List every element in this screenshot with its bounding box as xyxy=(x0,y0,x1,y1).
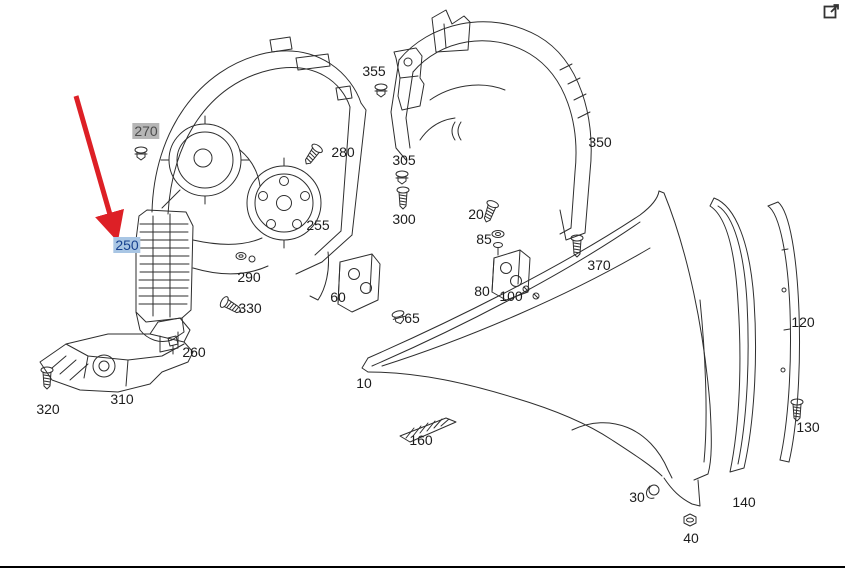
part-label-40[interactable]: 40 xyxy=(683,530,699,546)
part-label-65[interactable]: 65 xyxy=(404,310,420,326)
pointer-arrow xyxy=(73,95,124,242)
wheel-arch-liner-front xyxy=(135,36,367,353)
part-label-280[interactable]: 280 xyxy=(331,144,355,160)
part-label-85[interactable]: 85 xyxy=(476,231,492,247)
part-label-130[interactable]: 130 xyxy=(796,419,820,435)
clip-270 xyxy=(134,146,148,161)
part-label-290[interactable]: 290 xyxy=(237,269,261,285)
part-label-30[interactable]: 30 xyxy=(629,489,645,505)
part-label-60[interactable]: 60 xyxy=(330,289,346,305)
clip-355 xyxy=(374,83,388,98)
part-label-300[interactable]: 300 xyxy=(392,211,416,227)
under-shield xyxy=(39,317,194,393)
part-label-320[interactable]: 320 xyxy=(36,401,60,417)
part-label-255[interactable]: 255 xyxy=(306,217,330,233)
part-label-355[interactable]: 355 xyxy=(362,63,386,79)
part-label-270[interactable]: 270 xyxy=(132,123,160,139)
part-label-250[interactable]: 250 xyxy=(113,237,141,253)
screw-300 xyxy=(396,186,410,210)
screw-280 xyxy=(300,141,325,168)
clip-30 xyxy=(646,484,660,499)
clip-305 xyxy=(395,170,409,185)
wheel-arch-liner-rear xyxy=(390,9,592,241)
bottom-border xyxy=(0,566,845,568)
part-label-80[interactable]: 80 xyxy=(474,283,490,299)
part-label-20[interactable]: 20 xyxy=(468,206,484,222)
part-label-370[interactable]: 370 xyxy=(587,257,611,273)
part-label-160[interactable]: 160 xyxy=(409,432,433,448)
external-link-icon[interactable] xyxy=(823,2,841,20)
part-label-330[interactable]: 330 xyxy=(238,300,262,316)
clip-260 xyxy=(167,335,179,355)
part-label-120[interactable]: 120 xyxy=(791,314,815,330)
trim-strip-120 xyxy=(767,201,801,463)
part-label-350[interactable]: 350 xyxy=(588,134,612,150)
part-label-10[interactable]: 10 xyxy=(356,375,372,391)
washer-290 xyxy=(235,252,256,263)
part-label-310[interactable]: 310 xyxy=(110,391,134,407)
washer-85 xyxy=(491,230,505,256)
part-label-260[interactable]: 260 xyxy=(182,344,206,360)
part-label-305[interactable]: 305 xyxy=(392,152,416,168)
part-label-100[interactable]: 100 xyxy=(499,288,523,304)
fender-panel xyxy=(361,190,712,507)
part-label-140[interactable]: 140 xyxy=(732,494,756,510)
trim-160 xyxy=(399,417,457,443)
bracket-60 xyxy=(337,253,381,313)
nut-40 xyxy=(683,513,697,527)
trim-strip-140 xyxy=(709,197,757,473)
